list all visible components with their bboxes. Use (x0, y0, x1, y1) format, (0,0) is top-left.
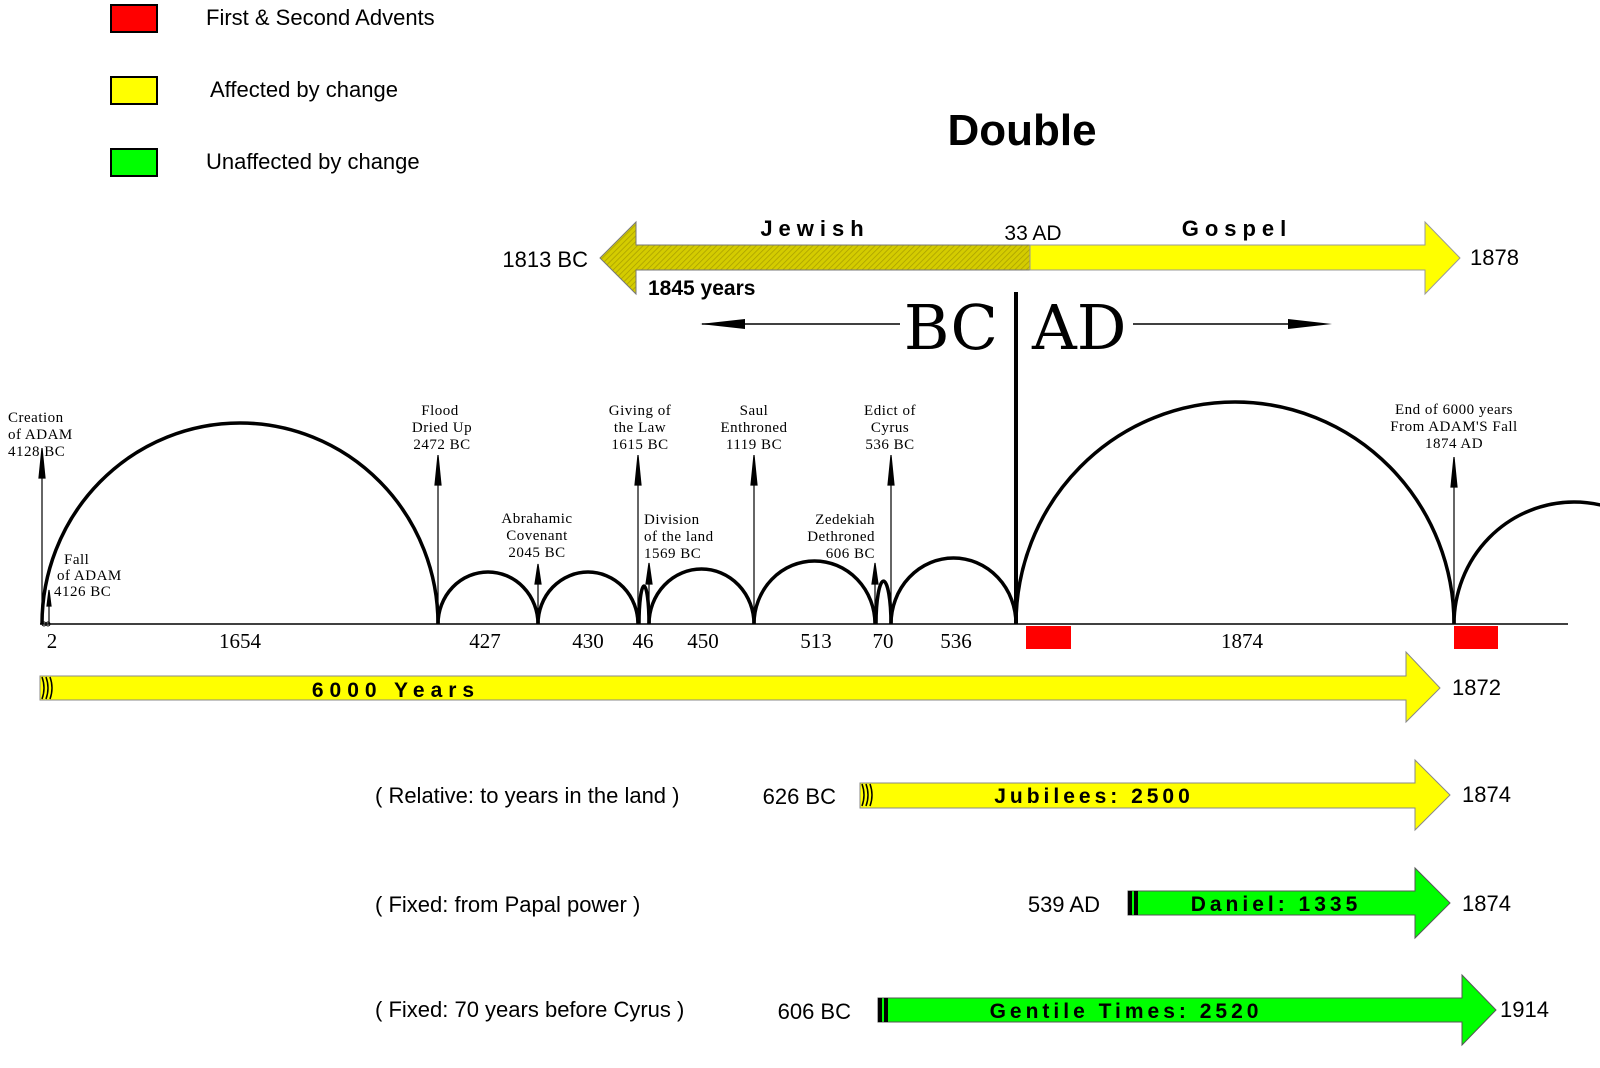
start-date: 1813 BC (502, 247, 588, 272)
bar-gentile-times: ( Fixed: 70 years before Cyrus ) 606 BC … (375, 973, 1549, 1047)
bar-daniel: ( Fixed: from Papal power ) 539 AD Danie… (375, 866, 1511, 940)
jewish-label: Jewish (760, 216, 869, 241)
bar-end: 1874 (1462, 782, 1511, 807)
interval: 536 (940, 629, 972, 653)
bar-label: 6000 Years (312, 679, 480, 702)
arc (874, 579, 893, 625)
bar-label: Gentile Times: 2520 (990, 1000, 1263, 1023)
gospel-label: Gospel (1182, 216, 1293, 241)
bar-end: 1874 (1462, 891, 1511, 916)
double-arrow: Jewish Gospel 33 AD 1813 BC 1878 1845 ye… (502, 216, 1519, 300)
bar-start: 539 AD (1028, 892, 1100, 917)
arc (752, 559, 877, 625)
interval: 2 (47, 629, 58, 653)
legend: First & Second Advents Affected by chang… (110, 4, 435, 177)
legend-swatch-red (110, 4, 158, 33)
bar-note: ( Relative: to years in the land ) (375, 783, 679, 808)
event-pointers (38, 447, 1458, 624)
bar-note: ( Fixed: from Papal power ) (375, 892, 640, 917)
arc (1452, 500, 1600, 625)
arc (536, 570, 640, 625)
era-divider: BC AD (700, 291, 1332, 624)
bar-note: ( Fixed: 70 years before Cyrus ) (375, 997, 684, 1022)
interval: 427 (469, 629, 501, 653)
bar-end: 1914 (1500, 997, 1549, 1022)
period-arcs (40, 400, 1600, 625)
bar-end: 1872 (1452, 675, 1501, 700)
bar-start: 606 BC (778, 999, 851, 1024)
bar-label: Jubilees: 2500 (994, 785, 1194, 808)
ad-label: AD (1031, 291, 1126, 364)
arc (40, 421, 440, 625)
diagram-title: Double (947, 106, 1096, 155)
middle-date: 33 AD (1004, 222, 1061, 245)
interval: 46 (633, 629, 654, 653)
interval: 513 (800, 629, 832, 653)
arc (436, 570, 540, 625)
legend-label: First & Second Advents (206, 5, 435, 30)
interval: 1874 (1221, 629, 1264, 653)
arc (889, 556, 1018, 625)
interval: 450 (687, 629, 719, 653)
interval: 430 (572, 629, 604, 653)
bar-start: 626 BC (763, 784, 836, 809)
second-advent-marker (1454, 626, 1498, 649)
legend-swatch-green (110, 148, 158, 177)
first-advent-marker (1026, 626, 1071, 649)
gospel-arrow-half (1029, 220, 1461, 296)
end-date: 1878 (1470, 245, 1519, 270)
legend-label: Affected by change (210, 77, 398, 102)
legend-swatch-yellow (110, 76, 158, 105)
bar-label: Daniel: 1335 (1191, 893, 1362, 916)
arc (647, 567, 756, 625)
duration-label: 1845 years (648, 277, 755, 300)
arc (1014, 400, 1456, 625)
bc-label: BC (904, 291, 998, 364)
bar-jubilees: ( Relative: to years in the land ) 626 B… (375, 758, 1511, 832)
interval: 70 (873, 629, 894, 653)
interval-labels: 2 1654 427 430 46 450 513 70 536 1874 (47, 629, 1264, 653)
bar-6000-years: 6000 Years 1872 (39, 650, 1501, 724)
interval: 1654 (219, 629, 262, 653)
legend-label: Unaffected by change (206, 149, 420, 174)
